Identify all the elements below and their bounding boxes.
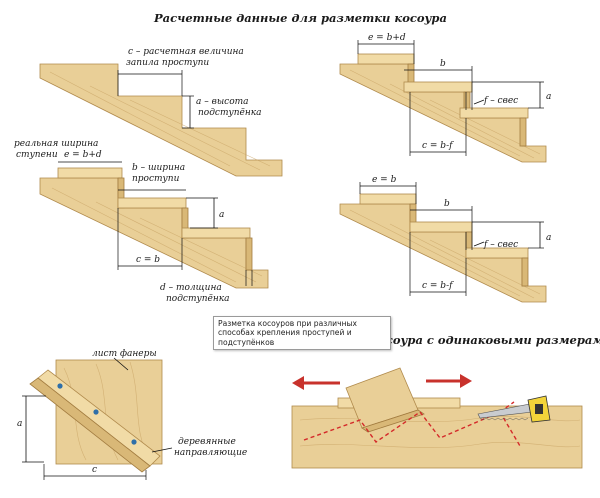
fig3-a: a <box>546 92 551 102</box>
fig5-template: лист фанеры деревянные направляющие a c <box>17 349 247 480</box>
fig2-width-label-2: ступени <box>16 150 58 160</box>
fig2-b-label-2: проступи <box>132 174 180 184</box>
fig1-c-label-1: c – расчетная величина <box>128 47 244 57</box>
fig4-stringer: e = b b a f – свес c = b-f <box>339 175 551 303</box>
fig2-a: a <box>219 210 224 220</box>
tooltip: Разметка косоуров при различных способах… <box>213 316 391 351</box>
fig3-f-label: f – свес <box>483 96 518 106</box>
fig2-c-eq: c = b <box>136 255 160 265</box>
fig6-marking <box>291 367 583 469</box>
fig5-plywood-label: лист фанеры <box>92 349 157 359</box>
fig1-stringer: c – расчетная величина запила проступи a… <box>39 47 283 177</box>
screw-icon <box>131 439 137 445</box>
fig2-stringer: реальная ширина ступени e = b+d b – шири… <box>14 139 269 304</box>
fig3-c-eq: c = b-f <box>422 141 454 151</box>
fig5-a: a <box>17 419 22 429</box>
fig2-b-label-1: b – ширина <box>132 163 185 173</box>
arrow-right-icon <box>426 374 472 388</box>
saw-icon <box>477 395 551 423</box>
fig3-b: b <box>440 59 446 69</box>
fig3-stringer: e = b+d b a f – свес c = b-f <box>339 33 551 163</box>
fig1-a-label-1: a – высота <box>196 97 249 107</box>
fig4-e-formula: e = b <box>372 175 397 185</box>
fig4-f-label: f – свес <box>483 240 518 250</box>
fig4-c-eq: c = b-f <box>422 281 454 291</box>
fig3-e-formula: e = b+d <box>368 33 406 43</box>
fig2-width-label-1: реальная ширина <box>14 139 98 149</box>
top-title: Расчетные данные для разметки косоура <box>153 11 447 25</box>
fig4-b: b <box>444 199 450 209</box>
fig5-guides-label-1: деревянные <box>178 437 236 447</box>
fig5-guides-label-2: направляющие <box>174 448 247 458</box>
fig2-d-label-2: подступёнка <box>166 294 230 304</box>
fig1-a-label-2: подступёнка <box>198 108 262 118</box>
fig1-c-label-2: запила проступи <box>126 58 209 68</box>
arrow-left-icon <box>292 376 340 390</box>
screw-icon <box>93 409 99 415</box>
fig4-a: a <box>546 233 551 243</box>
screw-icon <box>57 383 63 389</box>
fig2-d-label-1: d – толщина <box>160 283 222 293</box>
fig2-e-formula: e = b+d <box>64 150 102 160</box>
fig5-c: c <box>92 465 97 475</box>
